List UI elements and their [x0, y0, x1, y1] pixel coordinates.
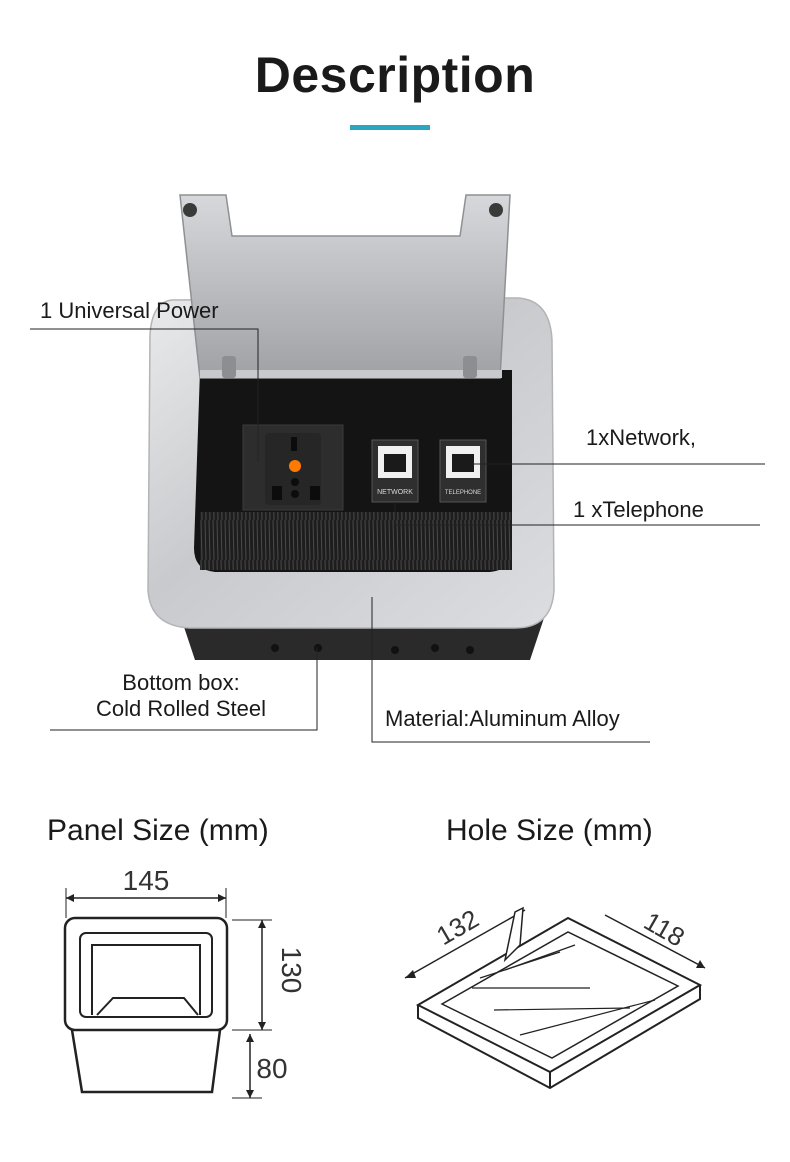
- callout-bottom-box-line2: Cold Rolled Steel: [96, 696, 266, 721]
- network-port: NETWORK: [371, 439, 419, 503]
- telephone-port: TELEPHONE: [439, 439, 487, 503]
- callout-bottom-box: Bottom box: Cold Rolled Steel: [76, 670, 286, 722]
- hole-size-drawing: [404, 906, 706, 1090]
- title-underline: [350, 125, 430, 130]
- callout-material: Material:Aluminum Alloy: [385, 706, 620, 731]
- network-port-label: NETWORK: [377, 489, 413, 496]
- callout-bottom-box-line1: Bottom box:: [122, 670, 240, 695]
- hole-length-value: 132: [431, 903, 484, 951]
- universal-power-socket: [242, 424, 344, 511]
- callout-network: 1xNetwork,: [586, 425, 697, 450]
- open-lid: [179, 194, 511, 379]
- panel-size-heading: Panel Size (mm): [47, 814, 269, 847]
- panel-size-drawing: [63, 888, 272, 1099]
- telephone-port-label: TELEPHONE: [445, 490, 481, 496]
- page-title: Description: [254, 47, 536, 103]
- panel-depth-value: 130: [276, 947, 307, 994]
- panel-width-value: 145: [123, 865, 170, 896]
- panel-height-value: 80: [256, 1053, 287, 1084]
- brush-strip: [200, 512, 512, 570]
- hole-width-value: 118: [639, 906, 690, 953]
- callout-telephone: 1 xTelephone: [573, 497, 704, 522]
- callout-power: 1 Universal Power: [40, 298, 219, 323]
- hole-size-heading: Hole Size (mm): [446, 814, 653, 847]
- callout-lines: [30, 328, 765, 743]
